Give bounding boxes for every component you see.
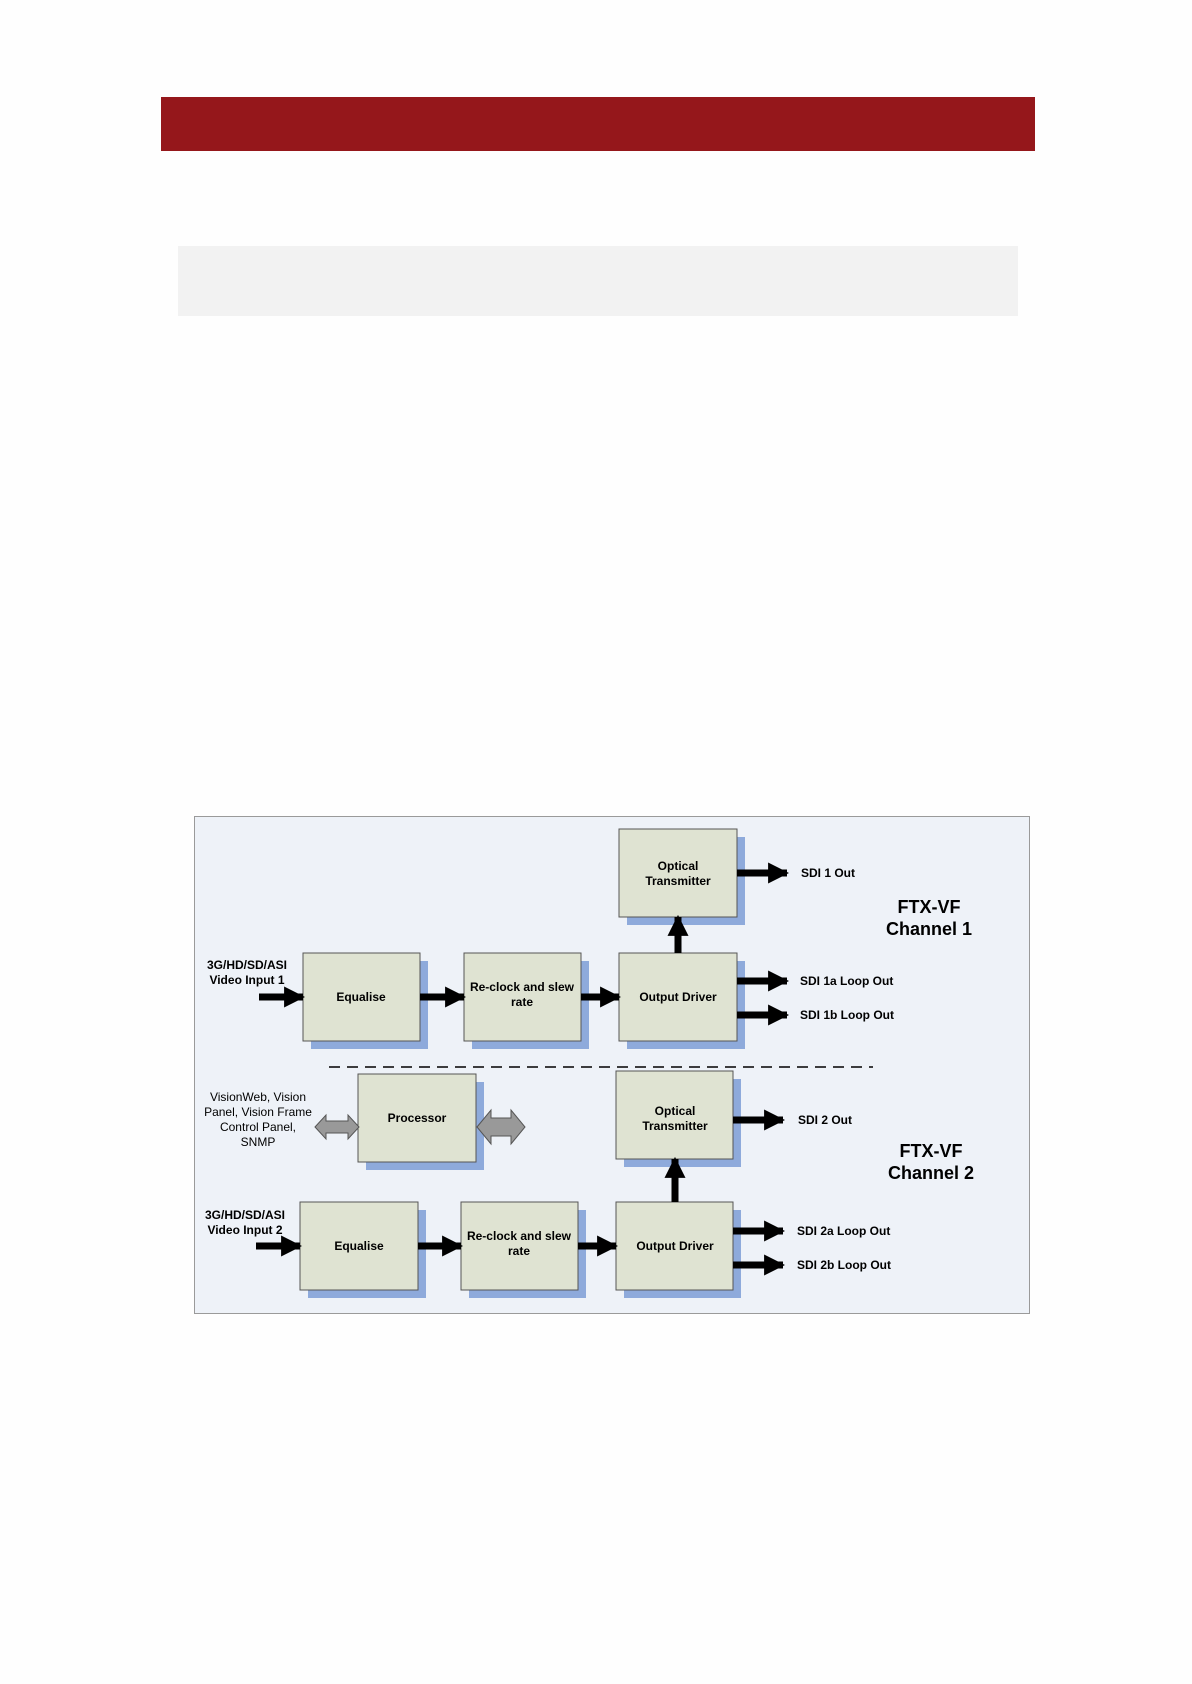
ch1-equalise: Equalise	[302, 952, 428, 1049]
header-bar	[161, 97, 1035, 151]
ch1-input-line2: Video Input 1	[209, 973, 284, 987]
processor-label: Processor	[388, 1111, 447, 1125]
ch1-title-line2: Channel 1	[886, 919, 972, 939]
ch2-equalise: Equalise	[299, 1201, 426, 1298]
ch2-loop-b: SDI 2b Loop Out	[797, 1258, 891, 1272]
ch1-output-driver-label: Output Driver	[639, 990, 717, 1004]
ch1-arrows	[259, 862, 790, 1026]
ch1-optical-transmitter: Optical Transmitter	[618, 828, 745, 925]
control-arrow-right	[476, 1108, 526, 1146]
ch1-title-line1: FTX-VF	[898, 897, 961, 917]
ch2-arrows	[256, 1109, 786, 1276]
ch1-optical-line2: Transmitter	[645, 874, 711, 888]
ch1-loop-b: SDI 1b Loop Out	[800, 1008, 894, 1022]
ch2-optical-line2: Transmitter	[642, 1119, 708, 1133]
ch2-output-driver-label: Output Driver	[636, 1239, 714, 1253]
ch1-reclock-line2: rate	[511, 995, 533, 1009]
block-diagram-svg: Optical Transmitter Equalise Re-clock an…	[204, 828, 974, 1298]
grey-band	[178, 246, 1018, 316]
ch2-reclock-line2: rate	[508, 1244, 530, 1258]
ch2-input-line2: Video Input 2	[207, 1223, 282, 1237]
ch2-output-driver: Output Driver	[615, 1201, 741, 1298]
control-line3: Control Panel,	[220, 1120, 296, 1134]
ch1-optical-line1: Optical	[658, 859, 699, 873]
ch1-equalise-label: Equalise	[336, 990, 386, 1004]
ch2-title-line2: Channel 2	[888, 1163, 974, 1183]
control-line4: SNMP	[241, 1135, 276, 1149]
ch1-input-line1: 3G/HD/SD/ASI	[207, 958, 287, 972]
ch2-optical-line1: Optical	[655, 1104, 696, 1118]
ch1-output-driver: Output Driver	[618, 952, 745, 1049]
ch1-loop-a: SDI 1a Loop Out	[800, 974, 893, 988]
ch2-optical-transmitter: Optical Transmitter	[615, 1070, 741, 1167]
processor: Processor	[357, 1073, 484, 1170]
ch1-sdi-out: SDI 1 Out	[801, 866, 855, 880]
ch2-reclock-line1: Re-clock and slew	[467, 1229, 572, 1243]
ch2-sdi-out: SDI 2 Out	[798, 1113, 852, 1127]
ch2-reclock: Re-clock and slew rate	[460, 1201, 586, 1298]
ch2-loop-a: SDI 2a Loop Out	[797, 1224, 890, 1238]
ch2-title-line1: FTX-VF	[900, 1141, 963, 1161]
ch1-reclock-line1: Re-clock and slew	[470, 980, 575, 994]
control-line1: VisionWeb, Vision	[210, 1090, 306, 1104]
control-arrow-left	[314, 1113, 360, 1141]
ch2-input-line1: 3G/HD/SD/ASI	[205, 1208, 285, 1222]
ch1-reclock: Re-clock and slew rate	[463, 952, 589, 1049]
ch2-equalise-label: Equalise	[334, 1239, 384, 1253]
control-line2: Panel, Vision Frame	[204, 1105, 312, 1119]
block-diagram: Optical Transmitter Equalise Re-clock an…	[194, 816, 1030, 1314]
